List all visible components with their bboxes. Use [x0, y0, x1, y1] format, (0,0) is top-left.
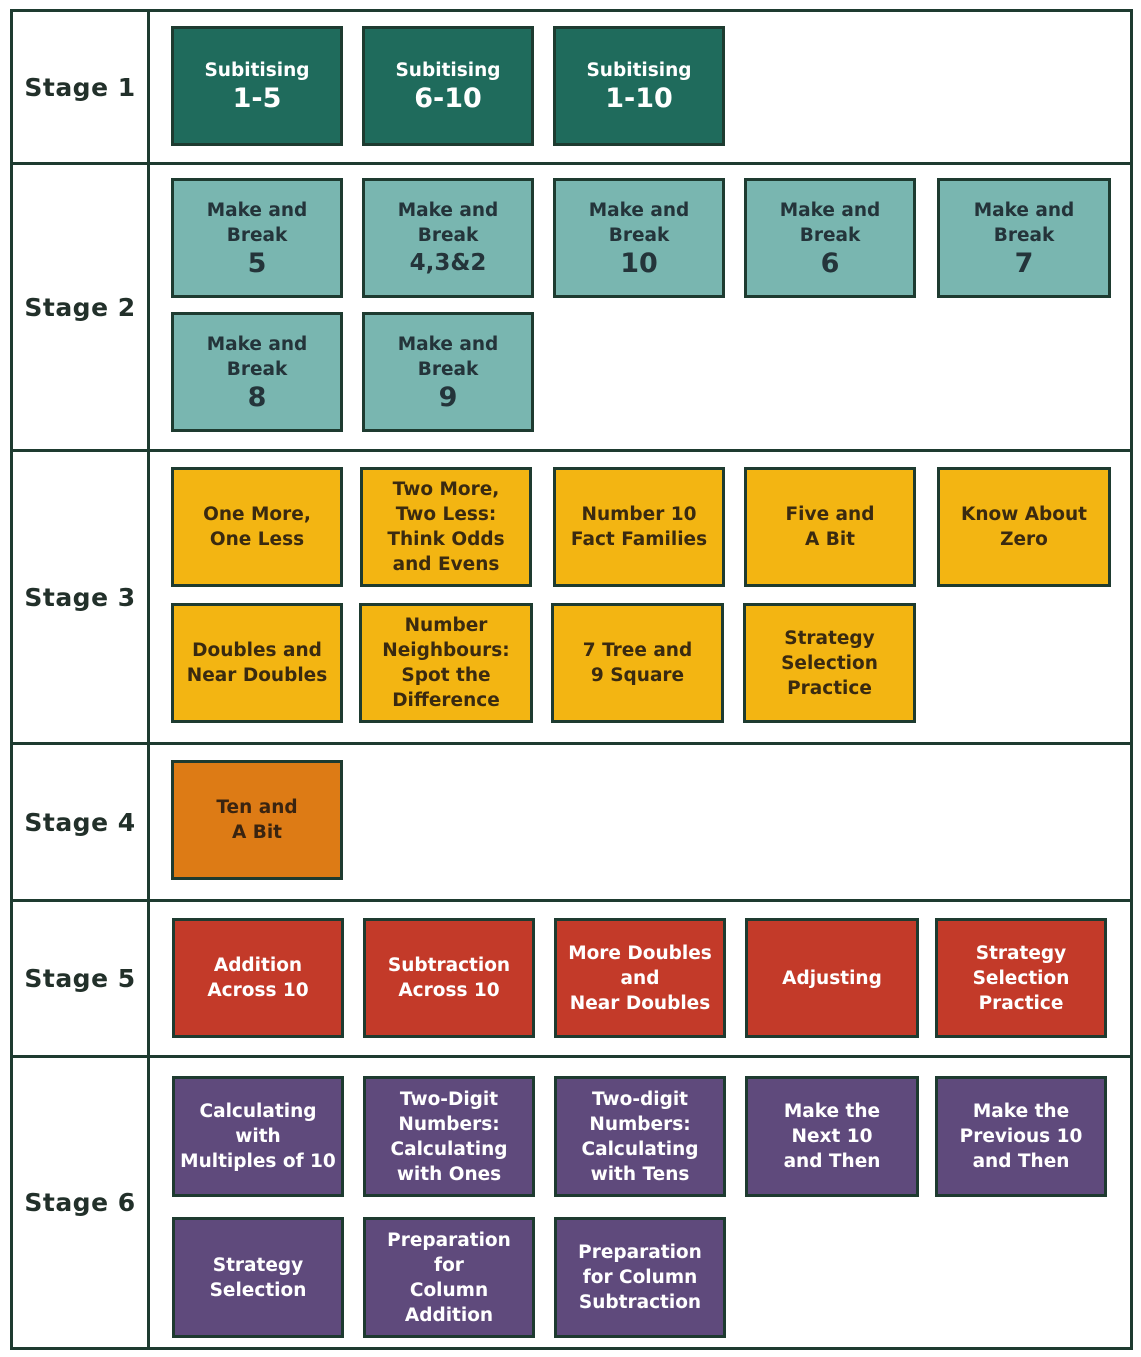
stage-row-5: Stage 5 Addition Across 10 Subtraction A…: [13, 899, 1130, 1055]
lesson-tile[interactable]: Number Neighbours: Spot the Difference: [359, 603, 533, 723]
lesson-tile[interactable]: Subtraction Across 10: [363, 918, 535, 1038]
stage-row-4: Stage 4 Ten and A Bit: [13, 742, 1130, 899]
tile-title: Strategy Selection Practice: [972, 942, 1070, 1014]
tile-title: Number Neighbours: Spot the Difference: [382, 615, 510, 711]
tile-title: Two More, Two Less: Think Odds and Evens: [387, 479, 505, 575]
lesson-tile[interactable]: Doubles and Near Doubles: [171, 603, 343, 723]
tile-title: 7 Tree and 9 Square: [582, 640, 693, 686]
lesson-tile[interactable]: Preparation for Column Subtraction: [554, 1217, 726, 1338]
tile-number: 6: [820, 247, 840, 279]
lesson-tile[interactable]: Strategy Selection: [172, 1217, 344, 1338]
tile-title: Subitising: [204, 60, 310, 81]
tile-title: Preparation for Column Subtraction: [578, 1242, 702, 1313]
stage-label: Stage 4: [13, 745, 150, 899]
tile-number: 4,3&2: [409, 249, 487, 276]
stage-row-2: Stage 2 Make and Break 5 Make and Break …: [13, 162, 1130, 449]
stage-label: Stage 3: [13, 452, 150, 742]
lesson-tile[interactable]: Number 10 Fact Families: [553, 467, 725, 587]
lesson-tile[interactable]: Adjusting: [745, 918, 919, 1038]
lesson-tile[interactable]: Make and Break 5: [171, 178, 343, 298]
lesson-tile[interactable]: Two More, Two Less: Think Odds and Evens: [360, 467, 532, 587]
tile-title: Ten and A Bit: [216, 797, 298, 843]
tile-title: Make and Break: [206, 199, 308, 246]
tile-title: Strategy Selection: [209, 1254, 307, 1301]
lesson-tile[interactable]: Make and Break 8: [171, 312, 343, 432]
lesson-tile[interactable]: Make and Break 4,3&2: [362, 178, 534, 298]
stage-label: Stage 5: [13, 902, 150, 1055]
tile-title: Subitising: [395, 60, 501, 81]
stage-row-6: Stage 6 Calculating with Multiples of 10…: [13, 1055, 1130, 1347]
lesson-tile[interactable]: More Doubles and Near Doubles: [554, 918, 726, 1038]
lesson-tile[interactable]: Preparation for Column Addition: [363, 1217, 535, 1338]
tile-title: Make and Break: [206, 333, 308, 380]
tile-title: Make the Previous 10 and Then: [959, 1101, 1083, 1172]
tile-number: 1-10: [605, 83, 673, 114]
tile-title: Addition Across 10: [207, 955, 309, 1001]
tile-title: Number 10 Fact Families: [570, 504, 708, 550]
lesson-tile[interactable]: Know About Zero: [937, 467, 1111, 587]
tile-number: 1-5: [232, 83, 282, 114]
tile-number: 9: [438, 381, 458, 413]
tile-title: Two-Digit Numbers: Calculating with Ones: [390, 1088, 508, 1185]
tile-number: 5: [247, 247, 267, 279]
lesson-tile[interactable]: Subitising 1-10: [553, 26, 725, 146]
stage-label: Stage 2: [13, 165, 150, 449]
stage-row-3: Stage 3 One More, One Less Two More, Two…: [13, 449, 1130, 742]
lesson-tile[interactable]: Make and Break 9: [362, 312, 534, 432]
stage-label: Stage 1: [13, 12, 150, 162]
lesson-tile[interactable]: Subitising 6-10: [362, 26, 534, 146]
tile-title: More Doubles and Near Doubles: [568, 942, 712, 1014]
lesson-tile[interactable]: 7 Tree and 9 Square: [551, 603, 724, 723]
tile-title: Make and Break: [588, 199, 690, 246]
lesson-tile[interactable]: Strategy Selection Practice: [935, 918, 1107, 1038]
lesson-tile[interactable]: Subitising 1-5: [171, 26, 343, 146]
lesson-tile[interactable]: Make and Break 7: [937, 178, 1111, 298]
tile-title: Five and A Bit: [785, 504, 875, 550]
lesson-tile[interactable]: Ten and A Bit: [171, 760, 343, 880]
tile-title: Make and Break: [779, 199, 881, 246]
tile-title: Calculating with Multiples of 10: [180, 1101, 336, 1172]
lesson-tile[interactable]: Make and Break 10: [553, 178, 725, 298]
lesson-tile[interactable]: Five and A Bit: [744, 467, 916, 587]
tile-number: 7: [1014, 247, 1034, 279]
tile-number: 8: [247, 381, 267, 413]
tile-number: 10: [620, 247, 658, 279]
lesson-tile[interactable]: One More, One Less: [171, 467, 343, 587]
stage-row-1: Stage 1 Subitising 1-5 Subitising 6-10 S…: [13, 12, 1130, 162]
tile-title: Make and Break: [397, 199, 499, 246]
stage-label: Stage 6: [13, 1058, 150, 1347]
tile-title: Make and Break: [397, 333, 499, 380]
tile-title: Subtraction Across 10: [387, 955, 511, 1001]
tile-title: Know About Zero: [960, 504, 1088, 550]
tile-title: Strategy Selection Practice: [781, 627, 878, 699]
lesson-tile[interactable]: Addition Across 10: [172, 918, 344, 1038]
lesson-tile[interactable]: Strategy Selection Practice: [743, 603, 916, 723]
lesson-tile[interactable]: Calculating with Multiples of 10: [172, 1076, 344, 1197]
tile-number: 6-10: [414, 83, 482, 114]
lesson-tile[interactable]: Two-Digit Numbers: Calculating with Ones: [363, 1076, 535, 1197]
lesson-tile[interactable]: Make the Next 10 and Then: [745, 1076, 919, 1197]
stage-grid: Stage 1 Subitising 1-5 Subitising 6-10 S…: [10, 9, 1133, 1350]
lesson-tile[interactable]: Make and Break 6: [744, 178, 916, 298]
tile-title: Preparation for Column Addition: [387, 1229, 511, 1326]
tile-title: Two-digit Numbers: Calculating with Tens: [581, 1088, 699, 1185]
tile-title: Doubles and Near Doubles: [186, 640, 328, 686]
tile-title: Subitising: [586, 60, 692, 81]
tile-title: Make and Break: [973, 199, 1075, 246]
lesson-tile[interactable]: Two-digit Numbers: Calculating with Tens: [554, 1076, 726, 1197]
tile-title: One More, One Less: [203, 504, 311, 550]
lesson-tile[interactable]: Make the Previous 10 and Then: [935, 1076, 1107, 1197]
tile-title: Make the Next 10 and Then: [783, 1101, 881, 1172]
tile-title: Adjusting: [782, 967, 882, 989]
